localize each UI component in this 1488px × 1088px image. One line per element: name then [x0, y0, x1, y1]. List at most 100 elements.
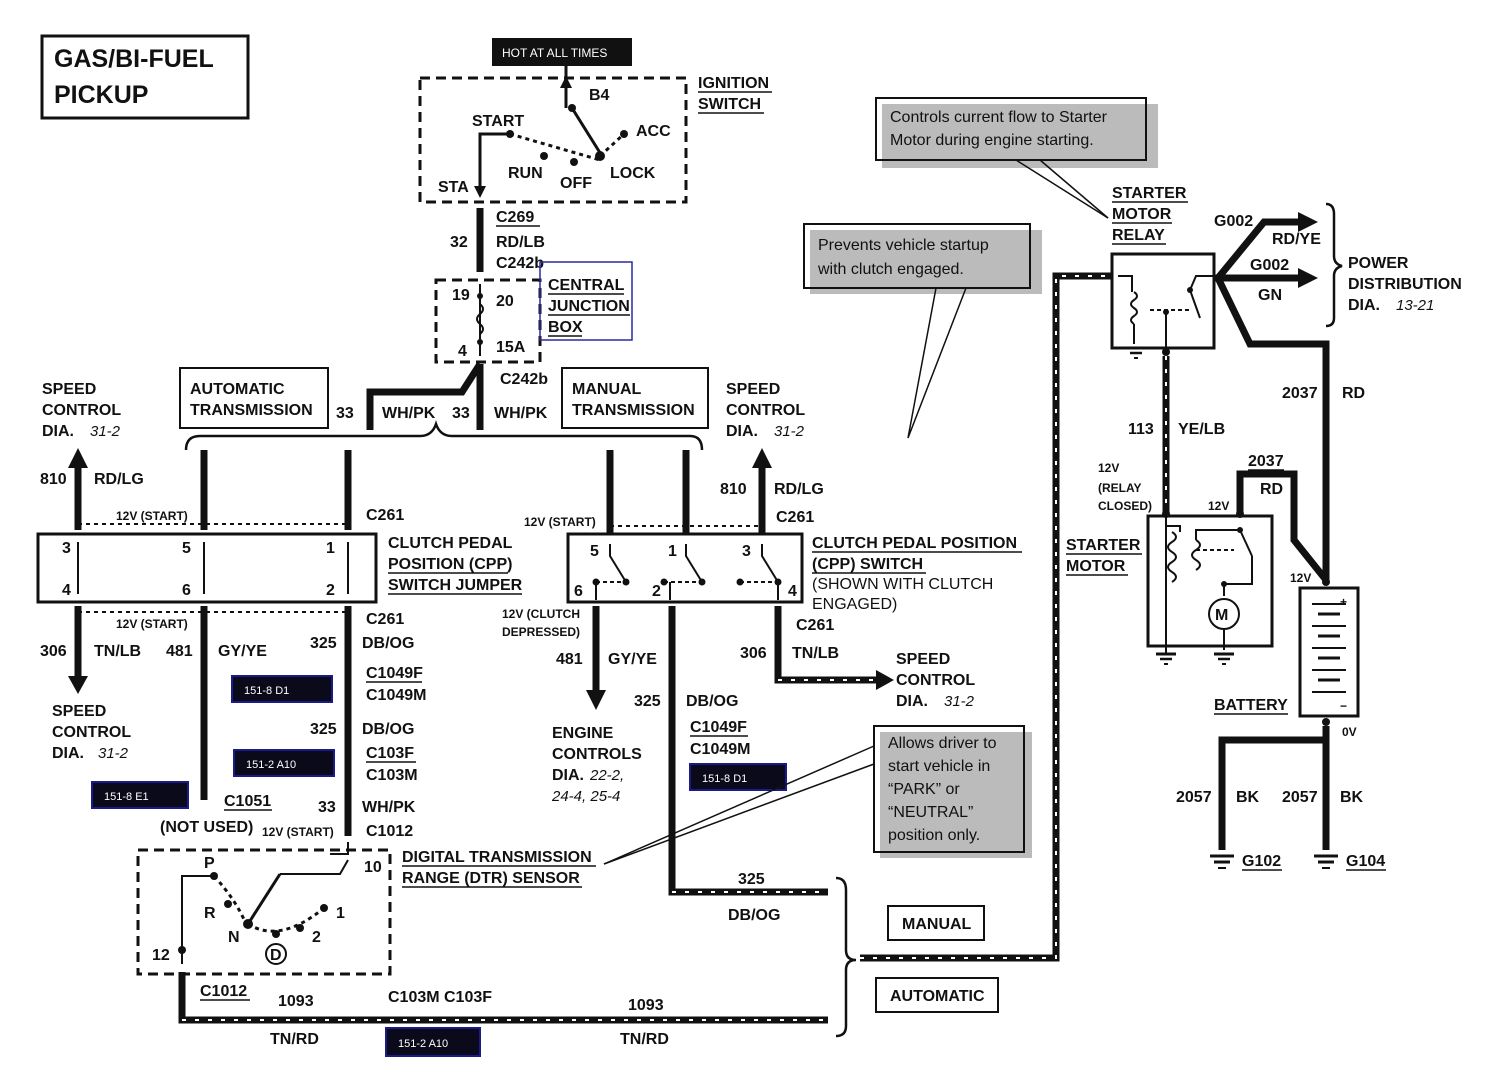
v12-clutch-l1: 12V (CLUTCH: [502, 607, 580, 621]
battery-minus: −: [1340, 699, 1347, 713]
ign-lock: LOCK: [610, 165, 656, 182]
c1049m-2: C1049M: [690, 741, 750, 758]
not-used-label: (NOT USED): [160, 819, 253, 836]
dtr-r: R: [204, 905, 216, 922]
bottom-c1012: C1012: [200, 983, 247, 1000]
speed-lt-l3: DIA.: [42, 423, 74, 440]
jumper-p4: 4: [62, 582, 71, 599]
w306-right-num: 306: [740, 645, 767, 662]
tag-1-text: 151-8 D1: [244, 685, 289, 697]
w481-right-color: GY/YE: [608, 651, 657, 668]
starter-l2: MOTOR: [1066, 558, 1126, 575]
ign-title1: IGNITION: [698, 75, 769, 92]
engine-ref2: 24-4, 25-4: [551, 788, 620, 805]
w325-right-color: DB/OG: [686, 693, 738, 710]
auto-trans-l1: AUTOMATIC: [190, 381, 285, 398]
v12-start-2: 12V (START): [116, 617, 188, 631]
gl-g: G102: [1242, 853, 1281, 870]
w306-left-color: TN/LB: [94, 643, 141, 660]
w113-num: 113: [1128, 421, 1154, 438]
g002b-name: G002: [1250, 257, 1289, 274]
cpp-p5: 5: [590, 543, 599, 560]
whpk-num2: 33: [452, 405, 470, 422]
w481-left-color: GY/YE: [218, 643, 267, 660]
w481-left-num: 481: [166, 643, 193, 660]
speed-rt-ref: 31-2: [774, 423, 805, 440]
gr-g: G104: [1346, 853, 1385, 870]
power-l1: POWER: [1348, 255, 1409, 272]
w2037-color: RD: [1342, 385, 1365, 402]
motor-m: M: [1215, 607, 1228, 624]
bottom-c103m: C103M: [388, 989, 440, 1006]
starter-12v: 12V: [1208, 499, 1229, 513]
callout1-l2: Motor during engine starting.: [890, 132, 1094, 149]
dtr-1: 1: [336, 905, 345, 922]
w810-right-color: RD/LG: [774, 481, 824, 498]
c1049f-2: C1049F: [690, 719, 747, 736]
ign-sta: STA: [438, 179, 469, 196]
speed-lt-ref: 31-2: [90, 423, 121, 440]
v12-start-1: 12V (START): [116, 509, 188, 523]
speed-lb-l2: CONTROL: [52, 724, 131, 741]
callout2-l1: Prevents vehicle startup: [818, 237, 989, 254]
callout1-l1: Controls current flow to Starter: [890, 109, 1108, 126]
manual-box: [887, 905, 985, 941]
dtr-p10: 10: [364, 859, 382, 876]
g002a-name: G002: [1214, 213, 1253, 230]
gl-color: BK: [1236, 789, 1260, 806]
wire-32-color: RD/LB: [496, 234, 545, 251]
speed-rb-l1: SPEED: [896, 651, 950, 668]
c261-1: C261: [366, 507, 404, 524]
jumper-p1: 1: [326, 540, 335, 557]
callout3-l2: start vehicle in: [888, 758, 990, 775]
cjb-pin4: 4: [458, 343, 467, 360]
w33-color: WH/PK: [362, 799, 416, 816]
wire-33-left: [366, 362, 483, 430]
ign-start: START: [472, 113, 524, 130]
tag-5: [385, 1027, 481, 1057]
w481-right-num: 481: [556, 651, 583, 668]
w325a-num: 325: [310, 635, 337, 652]
w810-right-num: 810: [720, 481, 747, 498]
gl-num: 2057: [1176, 789, 1212, 806]
v12-clutch-l2: DEPRESSED): [502, 625, 580, 639]
c261-4: C261: [796, 617, 834, 634]
title-line2: PICKUP: [54, 81, 148, 109]
callout-clutch: Prevents vehicle startup with clutch eng…: [803, 223, 1042, 439]
cpp-p6: 6: [574, 583, 583, 600]
power-ref: 13-21: [1396, 297, 1434, 314]
jumper-p5: 5: [182, 540, 191, 557]
callout-dtr: Allows driver to start vehicle in “PARK”…: [603, 725, 1032, 865]
w306-right-color: TN/LB: [792, 645, 839, 662]
wire-2037b: [1236, 470, 1329, 583]
cpp-jumper-l2: POSITION (CPP): [388, 556, 512, 573]
callout3-l3: “PARK” or: [888, 781, 960, 798]
tag-2: [233, 749, 335, 777]
tag-5-text: 151-2 A10: [398, 1038, 448, 1050]
automatic-box: [875, 977, 999, 1013]
cpp-l1: CLUTCH PEDAL POSITION: [812, 535, 1017, 552]
power-l2: DISTRIBUTION: [1348, 276, 1462, 293]
cjb-title3: BOX: [548, 319, 583, 336]
relay-l2: MOTOR: [1112, 206, 1172, 223]
w33-num: 33: [318, 799, 336, 816]
selection-brace: [184, 420, 704, 451]
automatic-label: AUTOMATIC: [890, 988, 985, 1005]
w325b-color: DB/OG: [362, 721, 414, 738]
bottom-c103f: C103F: [444, 989, 492, 1006]
w325-right-num: 325: [634, 693, 661, 710]
w325-bottom-color: DB/OG: [728, 907, 780, 924]
relay-l3: RELAY: [1112, 227, 1165, 244]
title-box: GAS/BI-FUEL PICKUP: [40, 34, 250, 120]
c1049f-1: C1049F: [366, 665, 423, 682]
speed-lt-l1: SPEED: [42, 381, 96, 398]
g002b-color: GN: [1258, 287, 1282, 304]
c242b-top-label: C242b: [496, 255, 544, 272]
tag-3-text: 151-8 E1: [104, 791, 149, 803]
c261-3: C261: [776, 509, 814, 526]
speed-rt-l3: DIA.: [726, 423, 758, 440]
gr-color: BK: [1340, 789, 1364, 806]
cpp-jumper-l1: CLUTCH PEDAL: [388, 535, 513, 552]
bottom-num2: 1093: [628, 997, 664, 1014]
